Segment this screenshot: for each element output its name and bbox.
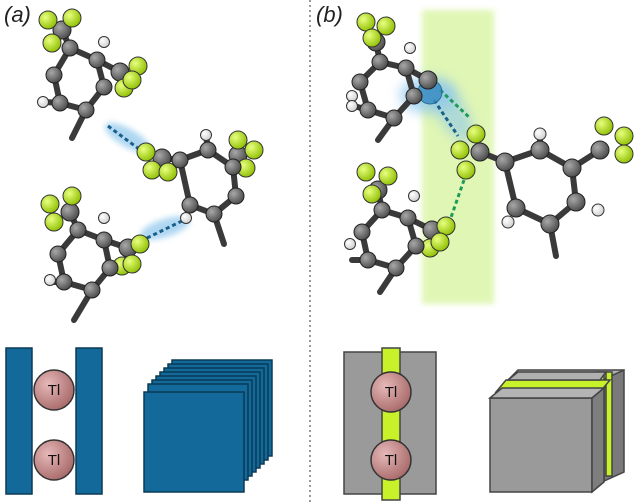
tl-label: Tl [48,382,61,399]
molecule-b3 [344,162,456,295]
molecule-b1 [346,12,443,143]
gray-block-3d [487,368,625,494]
tl-label: Tl [385,384,398,401]
panel-b-molecules [344,10,634,304]
blue-slab-right [75,347,103,495]
blue-glow [431,81,473,143]
molecule-a3 [40,186,150,323]
contact-line [146,217,187,240]
molecule-a2 [136,129,264,247]
tl-atom [370,439,412,481]
tl-atom [370,371,412,413]
contact-line [446,179,466,227]
panel-a-schematic: Tl Tl [5,347,273,495]
panel-label-b: (b) [316,2,343,27]
tl-label: Tl [48,452,61,469]
blue-slab-left [5,347,33,495]
contact-line [432,99,460,137]
tl-atom [33,439,75,481]
molecule-a1 [37,8,148,141]
contact-glow [140,216,190,240]
panel-a-molecules [37,8,264,323]
molecule-b2 [450,116,634,259]
contact-line [107,124,144,154]
panel-label-a: (a) [4,2,31,27]
tl-label: Tl [385,452,398,469]
blue-sheet-stack [143,359,273,493]
panel-b-schematic: Tl Tl [343,347,625,501]
tl-atom [33,369,75,411]
